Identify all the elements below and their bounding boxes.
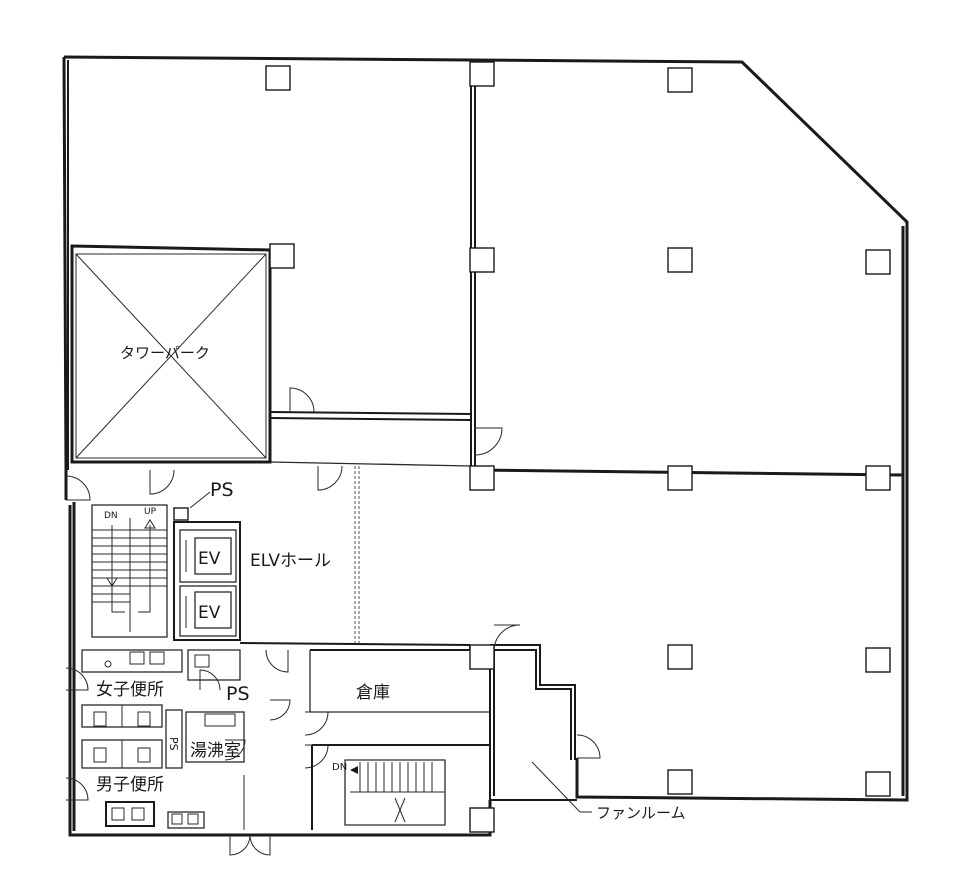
column <box>667 644 693 670</box>
column <box>469 644 495 670</box>
door <box>65 667 89 691</box>
doors <box>65 387 601 856</box>
elv-hall-label: ELVホール <box>250 551 331 571</box>
column <box>865 465 891 491</box>
column <box>269 243 295 269</box>
womens-toilet-label: 女子便所 <box>96 680 164 700</box>
door <box>249 834 271 856</box>
mens-toilet-fixtures <box>81 739 205 829</box>
fan-room-label: ファンルーム <box>596 804 686 822</box>
door <box>224 739 246 761</box>
door <box>304 711 329 736</box>
door <box>149 469 175 495</box>
fan-room-leader <box>531 761 592 813</box>
stair2-dn-label: DN <box>332 762 347 773</box>
door <box>229 834 251 856</box>
ps-label: PS <box>210 479 234 501</box>
interior-walls <box>70 60 904 830</box>
door <box>65 777 89 801</box>
column <box>865 771 891 797</box>
ev1-label: EV <box>198 549 221 569</box>
door <box>199 669 221 691</box>
door <box>474 427 503 456</box>
column <box>469 807 495 833</box>
column <box>865 249 891 275</box>
kitchenette-label: 湯沸室 <box>190 741 241 761</box>
stair-up-label: UP <box>144 507 157 517</box>
womens-toilet-fixtures <box>81 649 241 728</box>
kitchenette-fixtures <box>165 709 245 830</box>
stair-right <box>350 762 445 823</box>
column <box>265 65 291 91</box>
column <box>469 465 495 491</box>
storage-label: 倉庫 <box>356 683 390 703</box>
exterior-walls <box>62 55 909 837</box>
ps-label: PS <box>226 683 250 705</box>
mens-toilet-label: 男子便所 <box>96 775 164 795</box>
ps-vertical-label: PS <box>167 737 180 751</box>
stair-dn-label: DN <box>104 511 118 521</box>
tower-park-label: タワーパーク <box>120 344 210 362</box>
column <box>667 247 693 273</box>
ev2-label: EV <box>198 603 221 623</box>
door <box>493 624 521 651</box>
door <box>289 387 315 413</box>
ps-shaft <box>173 507 189 521</box>
column <box>667 465 693 491</box>
door <box>65 475 91 501</box>
column <box>667 769 693 795</box>
door <box>304 744 329 769</box>
door <box>265 649 289 673</box>
room-labels: タワーパーク PS ELVホール EV EV DN UP 女子便所 PS PS … <box>96 344 686 822</box>
elevators <box>173 507 241 641</box>
columns <box>265 61 891 833</box>
column <box>469 247 495 273</box>
door <box>317 465 343 491</box>
door <box>269 699 291 721</box>
column <box>865 647 891 673</box>
column <box>469 61 495 87</box>
column <box>667 67 693 93</box>
stair-left <box>91 504 168 638</box>
door <box>576 734 601 759</box>
